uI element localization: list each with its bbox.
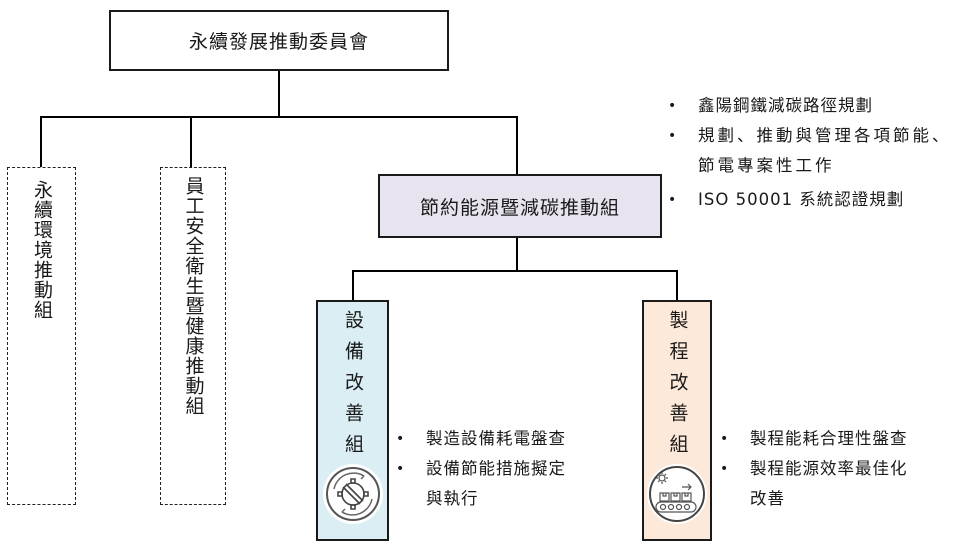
task-item: 製程能耗合理性盤查: [720, 424, 908, 454]
task-item-continuation: 與執行: [426, 489, 479, 508]
task-item: 鑫陽鋼鐵減碳路徑規劃: [668, 91, 952, 121]
committee-box: 永續發展推動委員會: [109, 10, 449, 71]
group-box-energy-carbon: 節約能源暨減碳推動組: [378, 174, 662, 238]
equipment-task-list: 製造設備耗電盤查 設備節能措施擬定 與執行: [396, 424, 566, 514]
connector-to-env-group: [40, 116, 42, 168]
group-box-safety-health: 員工安全衛生暨健康推動組: [160, 167, 226, 505]
connector-committee-down: [278, 71, 280, 117]
committee-label: 永續發展推動委員會: [188, 31, 369, 53]
task-item: ISO 50001 系統認證規劃: [668, 185, 952, 215]
connector-level1-horizontal: [40, 116, 518, 118]
group-label-energy-carbon: 節約能源暨減碳推動組: [419, 196, 620, 219]
connector-to-safety-group: [190, 116, 192, 168]
task-item-continuation: 改善: [750, 489, 785, 508]
gear-wrench-cycle-icon: [322, 464, 383, 524]
connector-to-process: [676, 270, 678, 300]
connector-energy-down: [516, 238, 518, 270]
subgroup-box-equipment: 設備改善組: [316, 300, 389, 541]
subgroup-label-equipment: 設備改善組: [342, 310, 364, 465]
group-box-sustain-env: 永續環境推動組: [7, 167, 76, 505]
group-label-safety-health: 員工安全衛生暨健康推動組: [182, 176, 205, 416]
task-item: 設備節能措施擬定: [396, 454, 566, 484]
energy-carbon-task-list: 鑫陽鋼鐵減碳路徑規劃 規劃、推動與管理各項節能、 節電專案性工作 ISO 500…: [668, 91, 952, 215]
connector-to-equipment: [352, 270, 354, 300]
process-task-list: 製程能耗合理性盤查 製程能源效率最佳化 改善: [720, 424, 908, 514]
task-item: 製造設備耗電盤查: [396, 424, 566, 454]
group-label-sustain-env: 永續環境推動組: [31, 180, 53, 320]
task-item-continuation: 節電專案性工作: [698, 156, 835, 175]
task-item: 規劃、推動與管理各項節能、: [668, 121, 952, 151]
subgroup-label-process: 製程改善組: [666, 310, 689, 465]
conveyor-belt-gear-icon: [647, 464, 707, 524]
task-item: 製程能源效率最佳化: [720, 454, 908, 484]
connector-to-energy-group: [516, 116, 518, 174]
subgroup-box-process: 製程改善組: [642, 300, 712, 541]
connector-level2-horizontal: [352, 270, 678, 272]
